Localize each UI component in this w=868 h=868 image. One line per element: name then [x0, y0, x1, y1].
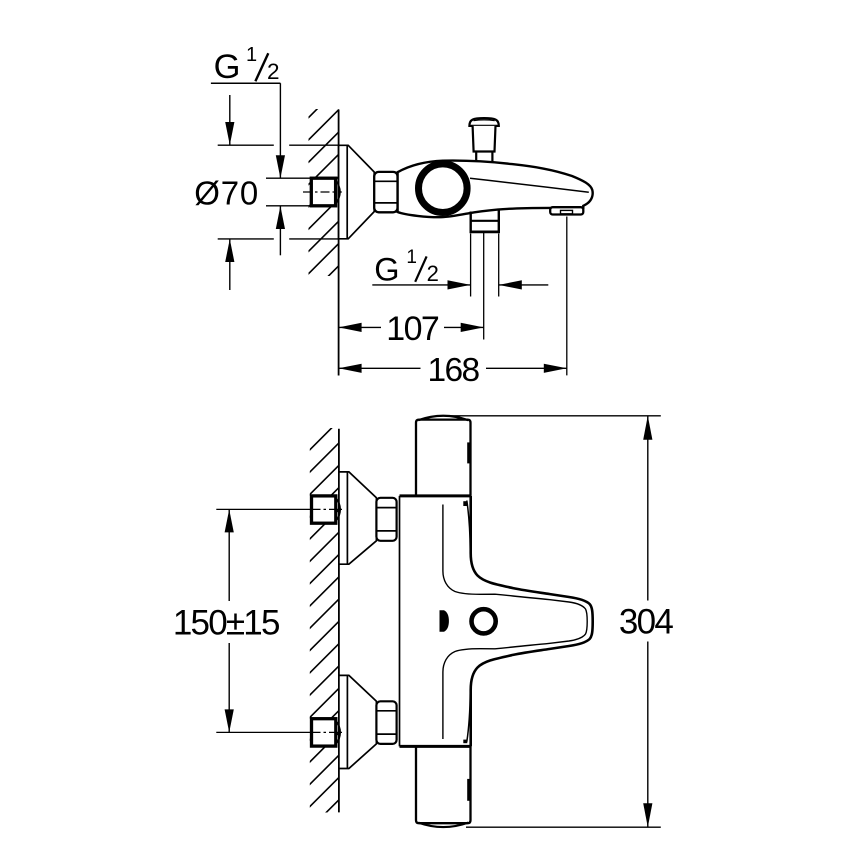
- svg-text:Ø70: Ø70: [194, 175, 259, 212]
- svg-text:G: G: [214, 48, 241, 86]
- svg-text:304: 304: [619, 603, 674, 642]
- svg-text:150±15: 150±15: [173, 603, 279, 642]
- svg-text:G: G: [374, 251, 399, 287]
- svg-text:2: 2: [267, 59, 280, 84]
- svg-text:168: 168: [428, 352, 480, 389]
- svg-text:2: 2: [427, 261, 439, 286]
- svg-text:1: 1: [246, 44, 257, 66]
- svg-text:107: 107: [386, 310, 439, 348]
- svg-text:1: 1: [406, 247, 417, 268]
